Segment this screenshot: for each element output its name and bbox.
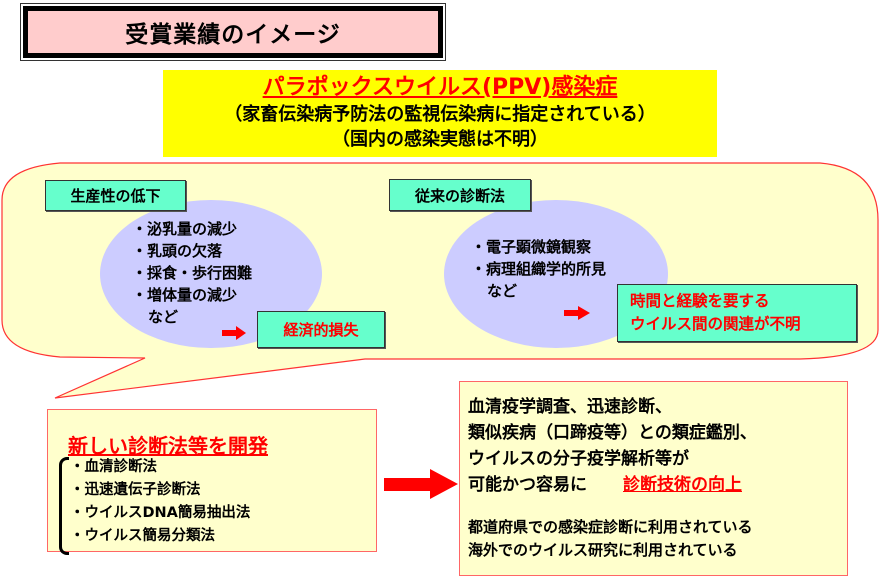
list-item: ・ウイルス簡易分類法 bbox=[70, 528, 215, 544]
list-item: ・増体量の減少 bbox=[132, 286, 238, 304]
result-line: 血清疫学調査、迅速診断、 bbox=[468, 397, 672, 417]
disease-banner: パラポックスウイルス(PPV)感染症 （家畜伝染病予防法の監視伝染病に指定されて… bbox=[163, 70, 717, 157]
list-item: ・血清診断法 bbox=[70, 459, 157, 475]
arrow-icon bbox=[222, 326, 246, 340]
problem-line: 時間と経験を要する bbox=[630, 292, 770, 310]
conventional-problem-box: 時間と経験を要する ウイルス間の関連が不明 bbox=[617, 284, 857, 342]
list-item: ・迅速遺伝子診断法 bbox=[70, 482, 201, 498]
productivity-label-text: 生産性の低下 bbox=[70, 187, 161, 205]
conventional-label: 従来の診断法 bbox=[389, 179, 531, 211]
conventional-list: ・電子顕微鏡観察 ・病理組織学的所見 など bbox=[471, 236, 606, 302]
new-methods-title: 新しい診断法等を開発 bbox=[68, 434, 268, 458]
list-item: ・採食・歩行困難 bbox=[132, 264, 253, 282]
result-last-line: 可能かつ容易に bbox=[468, 475, 587, 495]
conventional-ellipse bbox=[444, 200, 668, 348]
page-title: 受賞業績のイメージ bbox=[23, 6, 443, 58]
result-line-final: 可能かつ容易に 診断技術の向上 bbox=[468, 472, 847, 498]
list-item: ・ウイルスDNA簡易抽出法 bbox=[70, 505, 251, 521]
list-item: ・電子顕微鏡観察 bbox=[471, 238, 592, 256]
list-item: ・病理組織学的所見 bbox=[471, 260, 607, 278]
results-box: 血清疫学調査、迅速診断、 類似疾病（口蹄疫等）との類症鑑別、 ウイルスの分子疫学… bbox=[459, 381, 848, 576]
list-item-etc: など bbox=[148, 308, 179, 326]
bracket bbox=[59, 457, 69, 555]
result-emphasis: 診断技術の向上 bbox=[623, 475, 742, 495]
conventional-label-text: 従来の診断法 bbox=[414, 186, 505, 205]
result-line: ウイルスの分子疫学解析等が bbox=[468, 449, 689, 469]
problem-line: ウイルス間の関連が不明 bbox=[630, 315, 801, 333]
arrow-icon bbox=[564, 306, 590, 320]
productivity-label: 生産性の低下 bbox=[45, 180, 186, 211]
list-item-etc: など bbox=[487, 282, 518, 300]
usage-line: 都道府県での感染症診断に利用されている bbox=[468, 518, 753, 536]
list-item: ・泌乳量の減少 bbox=[132, 220, 238, 238]
big-arrow-icon bbox=[384, 469, 458, 499]
economic-loss-box: 経済的損失 bbox=[257, 311, 385, 348]
new-methods-list: ・血清診断法 ・迅速遺伝子診断法 ・ウイルスDNA簡易抽出法 ・ウイルス簡易分類… bbox=[70, 456, 250, 548]
list-item: ・乳頭の欠落 bbox=[132, 242, 223, 260]
productivity-list: ・泌乳量の減少 ・乳頭の欠落 ・採食・歩行困難 ・増体量の減少 など bbox=[132, 218, 252, 328]
usage-line: 海外でのウイルス研究に利用されている bbox=[468, 541, 738, 559]
title-box: 受賞業績のイメージ bbox=[20, 3, 446, 61]
new-methods-box: 新しい診断法等を開発 ・血清診断法 ・迅速遺伝子診断法 ・ウイルスDNA簡易抽出… bbox=[47, 409, 377, 555]
result-line: 類似疾病（口蹄疫等）との類症鑑別、 bbox=[468, 423, 757, 443]
economic-loss-text: 経済的損失 bbox=[283, 321, 359, 339]
disease-note-status: （国内の感染実態は不明） bbox=[332, 129, 548, 150]
disease-note-designation: （家畜伝染病予防法の監視伝染病に指定されている） bbox=[224, 104, 656, 125]
disease-headline: パラポックスウイルス(PPV)感染症 bbox=[262, 75, 618, 100]
